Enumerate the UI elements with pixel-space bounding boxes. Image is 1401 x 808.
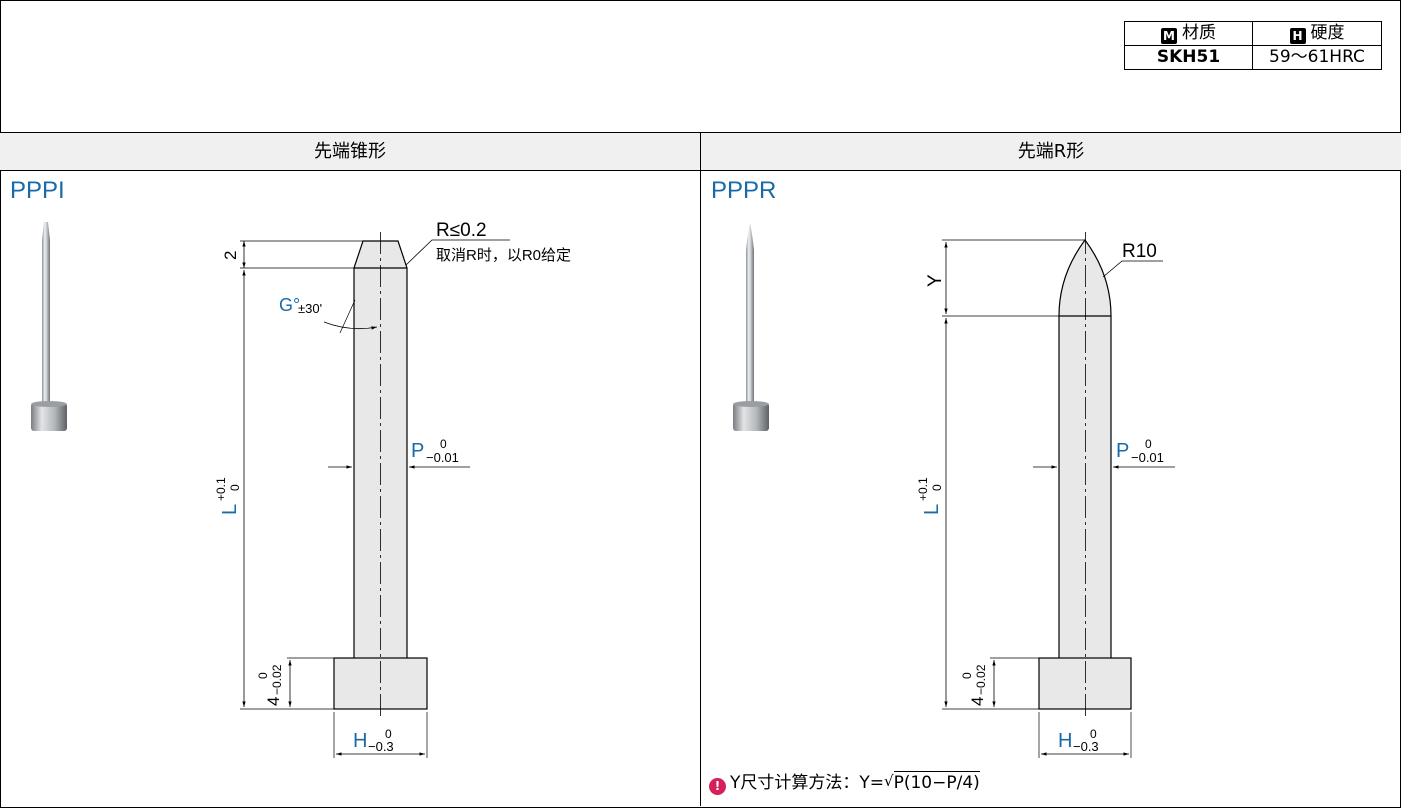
head-dim-right: 4 xyxy=(968,697,987,706)
p-tol-bot-right: −0.01 xyxy=(1131,450,1164,465)
product-photo-pppi xyxy=(31,222,67,431)
p-label-left: P xyxy=(411,440,424,462)
h-label-right: H xyxy=(1058,730,1072,752)
h-tol-bot-right: −0.3 xyxy=(1073,739,1099,754)
l-tol-top-left: +0.1 xyxy=(214,477,228,501)
l-tol-bot-left: 0 xyxy=(228,484,242,491)
head-tol-top-left: 0 xyxy=(256,672,270,679)
p-tol-bot-left: −0.01 xyxy=(426,450,459,465)
alert-icon: ! xyxy=(709,778,726,795)
header-r-tip: 先端R形 xyxy=(701,132,1401,171)
h-label-left: H xyxy=(353,730,367,752)
head-tol-bot-right: −0.02 xyxy=(974,664,988,695)
l-tol-bot-right: 0 xyxy=(930,484,944,491)
r-note-right: R10 xyxy=(1122,241,1157,262)
drawing-pppr xyxy=(942,232,1175,758)
drawing-pppi xyxy=(240,232,510,758)
column-divider xyxy=(700,132,701,806)
dim-2-left: 2 xyxy=(221,251,240,260)
product-photo-pppr xyxy=(733,223,769,431)
hardness-header-label: 硬度 xyxy=(1310,23,1345,43)
material-header-label: 材质 xyxy=(1182,23,1216,43)
material-badge-icon: M xyxy=(1161,28,1177,44)
h-tol-bot-left: −0.3 xyxy=(368,739,394,754)
r-note-sub-left: 取消R时，以R0给定 xyxy=(436,247,571,264)
g-angle-label: G° xyxy=(279,295,300,315)
l-label-right: L xyxy=(921,504,943,515)
note-text: Y尺寸计算方法：Y= xyxy=(730,773,885,793)
l-tol-top-right: +0.1 xyxy=(916,477,930,501)
drawing-pppi-labels: R≤0.2 取消R时，以R0给定 2 G° ±30' P 0 −0.01 L +… xyxy=(214,220,571,754)
header-tapered-tip: 先端锥形 xyxy=(0,132,700,171)
note-formula: P(10−P/4) xyxy=(893,771,980,793)
g-angle-tol: ±30' xyxy=(298,301,322,316)
hardness-value: 59～61HRC xyxy=(1252,45,1382,70)
p-label-right: P xyxy=(1116,440,1129,462)
hardness-badge-icon: H xyxy=(1289,28,1306,44)
y-calculation-note: !Y尺寸计算方法：Y=√P(10−P/4) xyxy=(709,768,980,795)
l-label-left: L xyxy=(219,504,241,515)
drawing-pppr-labels: R10 Y P 0 −0.01 L +0.1 0 4 0 −0.02 H 0 −… xyxy=(916,241,1164,754)
r-note-left: R≤0.2 xyxy=(436,220,487,241)
sqrt-icon: √ xyxy=(884,772,894,790)
head-tol-bot-left: −0.02 xyxy=(270,664,284,695)
y-label: Y xyxy=(925,274,946,287)
h-tol-top-right: 0 xyxy=(1090,727,1097,741)
h-tol-top-left: 0 xyxy=(385,727,392,741)
head-dim-left: 4 xyxy=(264,697,283,706)
model-name-pppr: PPPR xyxy=(711,177,777,204)
p-tol-top-right: 0 xyxy=(1145,437,1152,451)
head-tol-top-right: 0 xyxy=(960,672,974,679)
material-value: SKH51 xyxy=(1124,45,1253,70)
model-name-pppi: PPPI xyxy=(10,177,65,204)
p-tol-top-left: 0 xyxy=(440,437,447,451)
